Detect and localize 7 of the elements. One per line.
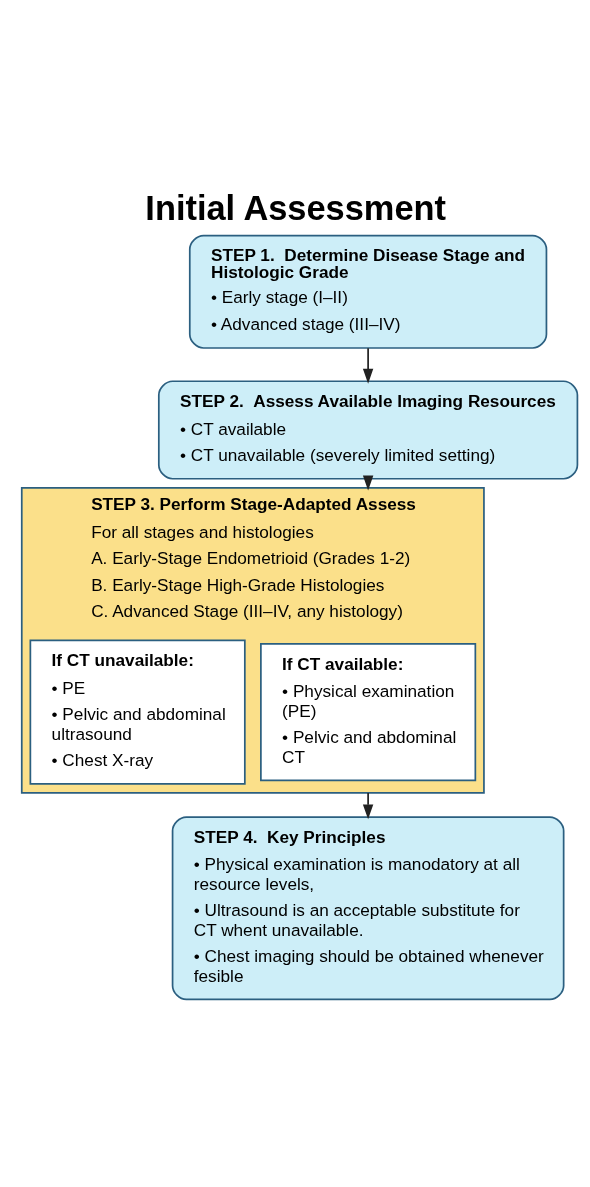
node-box: STEP 4. Key Principles • Physical examination is manodatory at all resource levels, • Ultrasound is an acceptable substitute for CT whent unavailable. • Chest imaging should be obtained whenever fesible [171, 815, 565, 1000]
arrow [362, 791, 374, 819]
node-box: If CT available: • Physical examination (PE) • Pelvic and abdominal CT [260, 642, 477, 781]
node-box: If CT unavailable: • PE • Pelvic and abdominal ultrasound • Chest X-ray [29, 639, 246, 785]
arrow [362, 346, 374, 384]
diagram-title: Initial Assessment [145, 188, 447, 227]
node-box: STEP 1. Determine Disease Stage and Histologic Grade • Early stage (I–II) • Advanced stage (III–IV) [188, 234, 548, 349]
